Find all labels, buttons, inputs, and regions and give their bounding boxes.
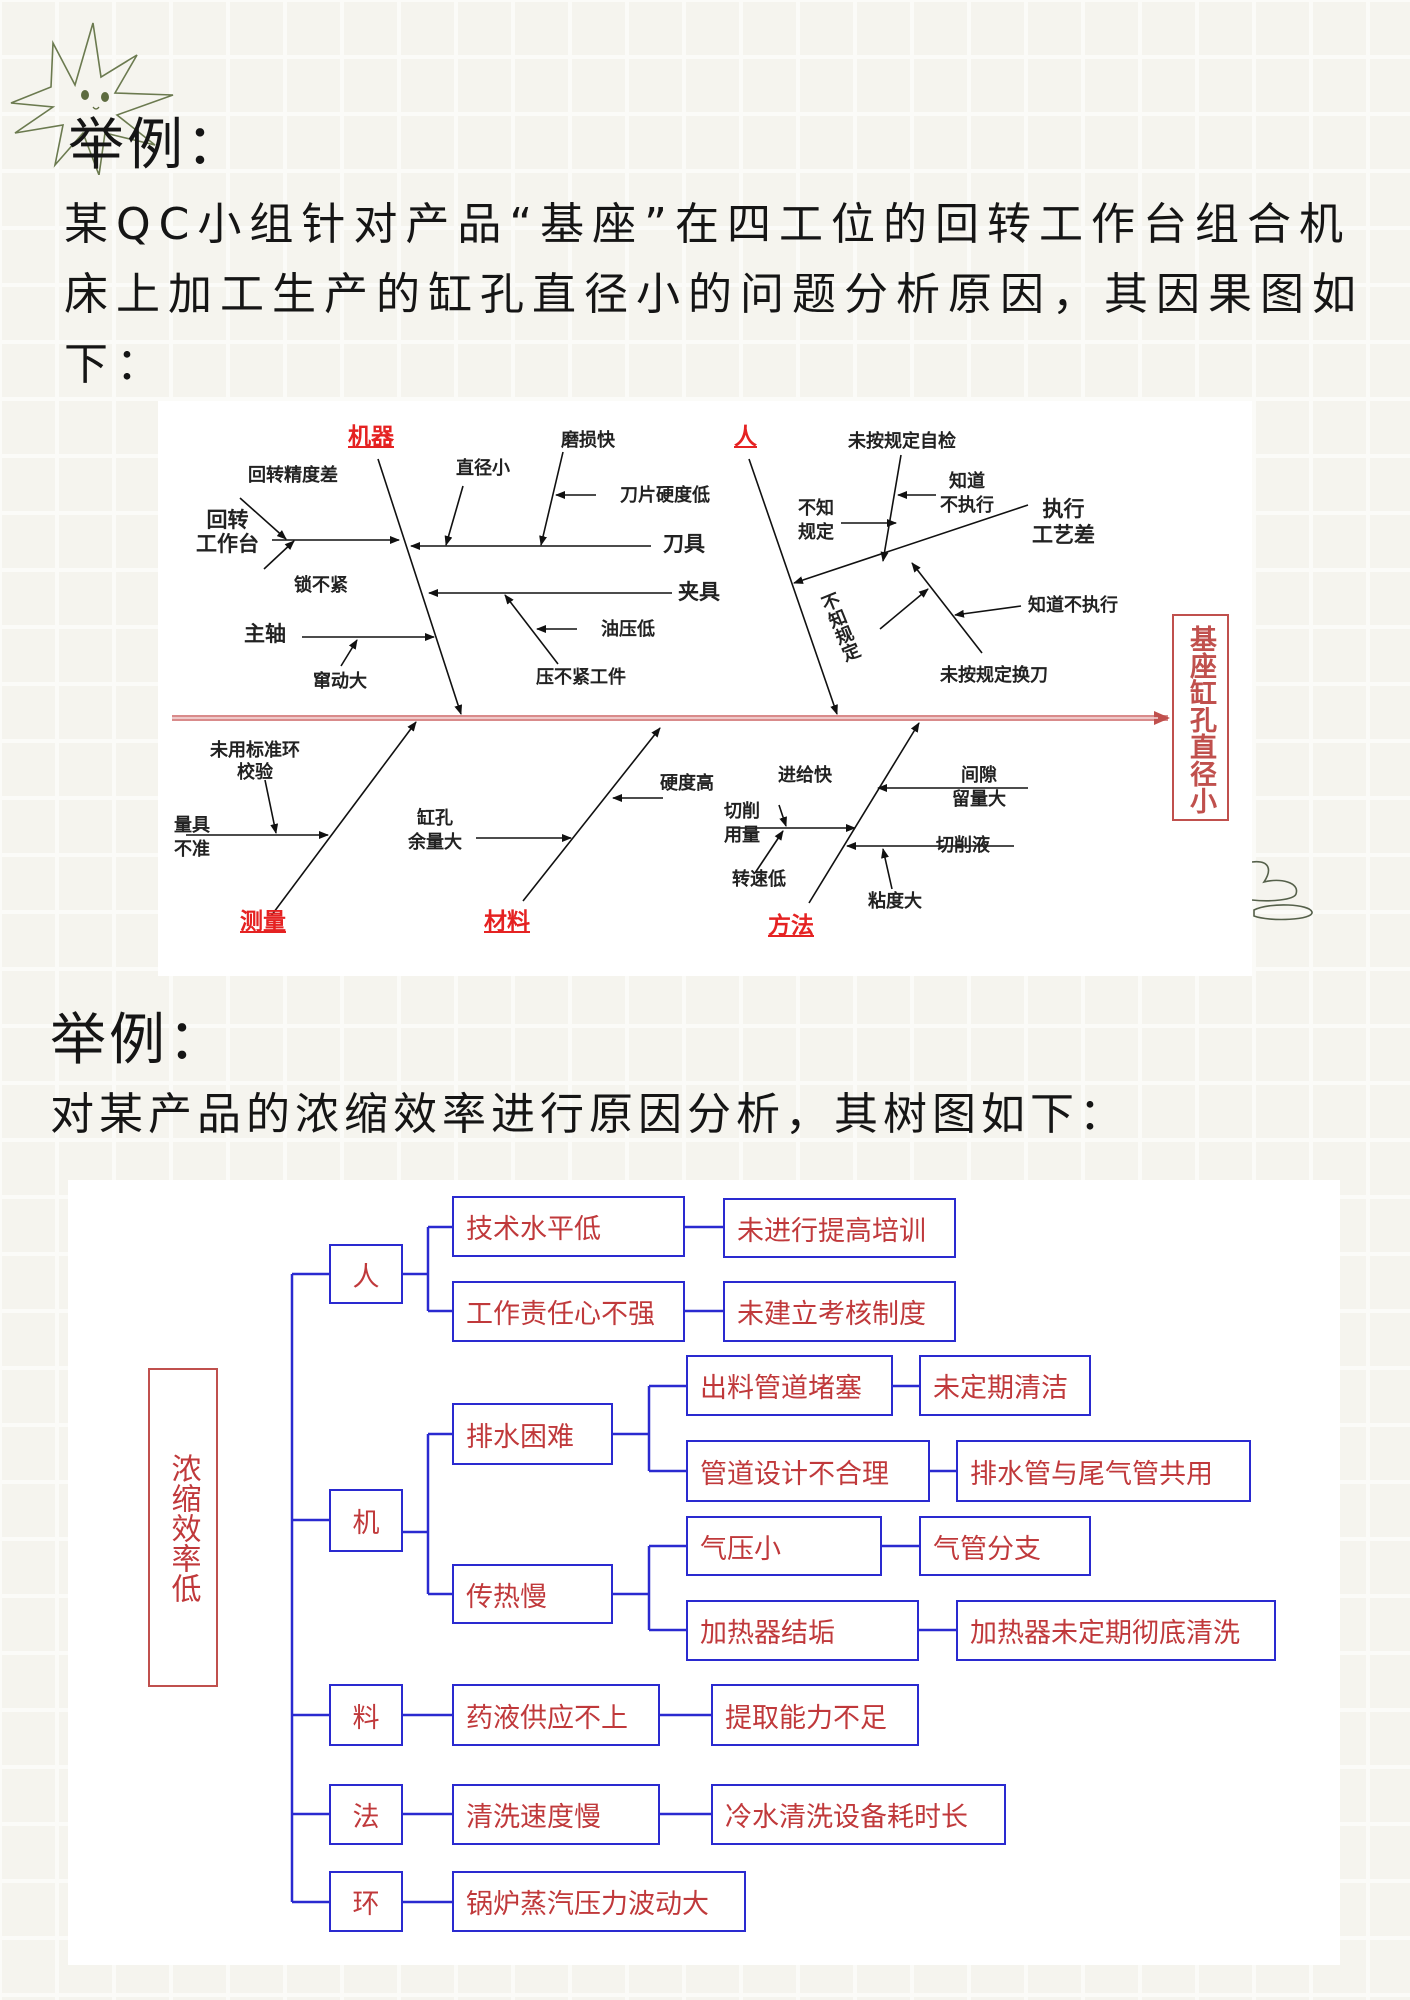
tree-node: 加热器结垢 xyxy=(686,1600,919,1661)
category-people: 人 xyxy=(734,423,757,449)
tree-root: 浓缩效率低 xyxy=(148,1368,218,1687)
tree-node: 工作责任心不强 xyxy=(452,1281,685,1342)
cause-no-tool-change: 未按规定换刀 xyxy=(940,665,1048,685)
squiggle-doodle-icon xyxy=(1251,860,1313,921)
cause-not-know-rule-1: 不知 规定 xyxy=(798,498,834,542)
tree-node: 排水困难 xyxy=(452,1403,613,1465)
cause-gauge-inaccurate: 量具 不准 xyxy=(174,815,210,859)
tree-diagram: 浓缩效率低 人 技术水平低 未进行提高培训 工作责任心不强 未建立考核制度 机 … xyxy=(68,1180,1340,1965)
cause-spindle: 主轴 xyxy=(244,623,286,646)
cause-poor-process: 执行 工艺差 xyxy=(1032,498,1095,547)
tree-node: 药液供应不上 xyxy=(452,1684,660,1746)
cause-coolant: 切削液 xyxy=(936,835,990,855)
tree-node-machine: 机 xyxy=(329,1489,403,1552)
cause-lock-loose: 锁不紧 xyxy=(294,575,348,595)
cause-wear-fast: 磨损快 xyxy=(561,430,615,450)
tree-cause: 排水管与尾气管共用 xyxy=(956,1440,1251,1502)
tree-cause: 冷水清洗设备耗时长 xyxy=(711,1784,1006,1845)
tree-cause: 未进行提高培训 xyxy=(723,1198,956,1258)
cause-bore-allowance: 缸孔 余量大 xyxy=(408,808,462,852)
tree-node-environment: 环 xyxy=(329,1871,403,1932)
tree-cause: 提取能力不足 xyxy=(711,1684,919,1746)
cause-know-not-do-2: 知道不执行 xyxy=(1028,595,1118,615)
section1-heading: 举例： xyxy=(68,113,245,178)
cause-viscosity: 粘度大 xyxy=(868,891,922,911)
cause-speed-low: 转速低 xyxy=(732,869,786,889)
tree-node-people: 人 xyxy=(329,1244,403,1304)
cause-rotary-accuracy: 回转精度差 xyxy=(248,465,338,485)
section1-paragraph: 某QC小组针对产品“基座”在四工位的回转工作台组合机床上加工生产的缸孔直径小的问… xyxy=(64,199,1364,390)
tree-node: 锅炉蒸汽压力波动大 xyxy=(452,1871,746,1932)
cause-no-std-ring: 未用标准环 校验 xyxy=(210,740,300,782)
cause-oil-pressure: 油压低 xyxy=(601,619,655,639)
category-machine: 机器 xyxy=(348,423,394,449)
cause-tool: 刀具 xyxy=(663,533,705,556)
cause-not-clamped: 压不紧工件 xyxy=(536,667,626,687)
cause-blade-hardness: 刀片硬度低 xyxy=(620,485,710,505)
category-measurement: 测量 xyxy=(240,908,286,934)
category-material: 材料 xyxy=(484,908,530,934)
tree-cause: 未建立考核制度 xyxy=(723,1281,956,1342)
star-doodle-icon xyxy=(10,22,174,175)
cause-fixture: 夹具 xyxy=(678,581,720,604)
tree-cause: 加热器未定期彻底清洗 xyxy=(956,1600,1276,1661)
tree-node-method: 法 xyxy=(329,1784,403,1845)
cause-hardness-high: 硬度高 xyxy=(660,773,714,793)
tree-cause: 未定期清洁 xyxy=(919,1355,1091,1416)
cause-play-large: 窜动大 xyxy=(313,671,367,691)
cause-know-not-do-1: 知道 不执行 xyxy=(940,471,994,515)
fishbone-diagram: 机器 人 测量 材料 方法 回转精度差 回转 工作台 锁不紧 主轴 窜动大 直径… xyxy=(158,401,1252,976)
effect-box: 基座缸孔直径小 xyxy=(1172,614,1229,821)
cause-cutting-amount: 切削 用量 xyxy=(724,801,760,845)
tree-cause: 气管分支 xyxy=(919,1516,1091,1576)
tree-node: 清洗速度慢 xyxy=(452,1784,660,1845)
tree-node: 传热慢 xyxy=(452,1564,613,1624)
tree-connectors xyxy=(290,1225,956,1904)
tree-node: 管道设计不合理 xyxy=(686,1440,930,1502)
cause-diameter-small: 直径小 xyxy=(456,458,510,478)
cause-no-self-check: 未按规定自检 xyxy=(848,431,956,451)
cause-rotary-table: 回转 工作台 xyxy=(196,509,259,556)
cause-clearance: 间隙 留量大 xyxy=(952,765,1006,809)
tree-node-material: 料 xyxy=(329,1684,403,1746)
category-method: 方法 xyxy=(768,912,814,938)
cause-feed-fast: 进给快 xyxy=(778,765,832,785)
section2-heading: 举例： xyxy=(50,1008,227,1073)
tree-node: 出料管道堵塞 xyxy=(686,1355,893,1416)
section2-paragraph: 对某产品的浓缩效率进行原因分析，其树图如下： xyxy=(50,1089,1128,1140)
tree-node: 技术水平低 xyxy=(452,1196,685,1257)
tree-node: 气压小 xyxy=(686,1516,882,1576)
fishbone-lines xyxy=(172,451,1170,917)
